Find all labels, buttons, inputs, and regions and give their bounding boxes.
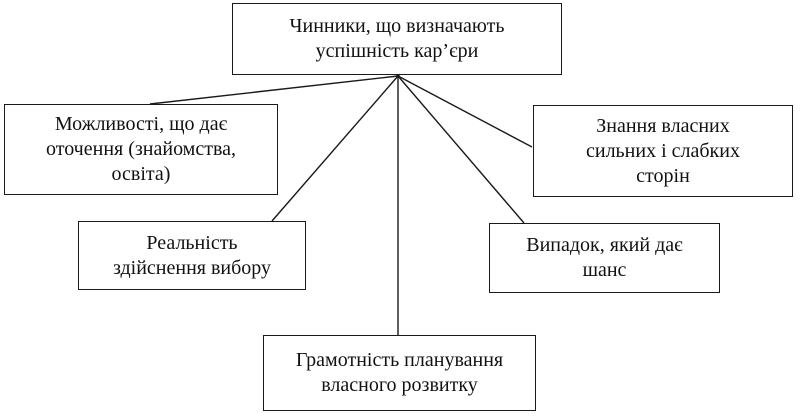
factor-box-environment: Можливості, що дає оточення (знайомства,… <box>4 104 278 195</box>
connector-to-self-knowledge <box>397 75 533 148</box>
factor-box-reality: Реальність здійснення вибору <box>78 221 306 290</box>
factor-box-planning: Грамотність планування власного розвитку <box>263 335 536 411</box>
factor-label-chance: Випадок, який дає шанс <box>526 234 683 281</box>
factor-box-self-knowledge: Знання власних сильних і слабких сторін <box>533 105 793 197</box>
factor-label-planning: Грамотність планування власного розвитку <box>295 349 504 396</box>
factor-label-self-knowledge: Знання власних сильних і слабких сторін <box>586 114 740 187</box>
connector-hub <box>396 74 400 78</box>
factor-label-environment: Можливості, що дає оточення (знайомства,… <box>45 113 237 185</box>
root-box: Чинники, що визначають успішність кар’єр… <box>232 3 562 75</box>
factor-box-chance: Випадок, який дає шанс <box>489 223 720 293</box>
connector-to-chance <box>397 75 525 224</box>
connector-to-environment <box>149 75 399 105</box>
root-label: Чинники, що визначають успішність кар’єр… <box>289 15 505 62</box>
factor-label-reality: Реальність здійснення вибору <box>112 231 272 279</box>
connector-to-reality <box>271 75 399 222</box>
